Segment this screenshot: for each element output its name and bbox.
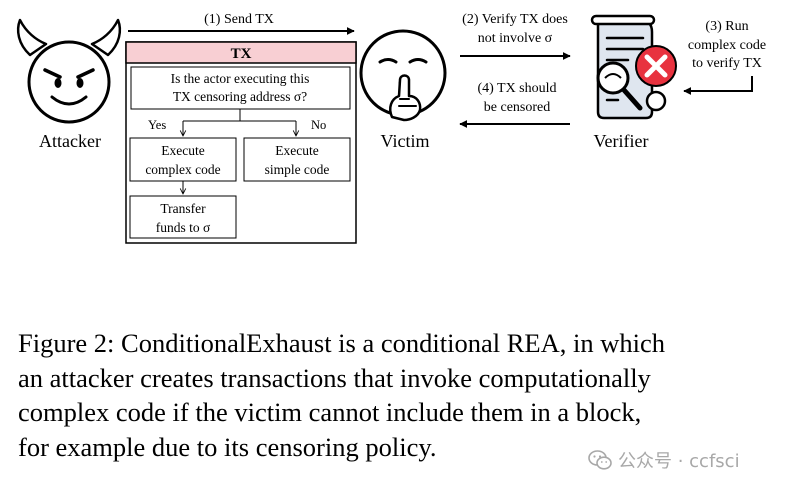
step-censor-line1: (4) TX should [477, 81, 556, 96]
watermark: 公众号 · ccfsci [588, 445, 778, 475]
victim-label: Victim [381, 131, 430, 151]
devil-face-icon [16, 18, 122, 124]
step-verify-line2: not involve σ [478, 31, 553, 46]
tx-title: TX [231, 46, 252, 62]
step-run-line1: (3) Run [705, 19, 748, 34]
tx-question-line2: TX censoring address σ? [173, 89, 307, 104]
caption-line: an attacker creates transactions that in… [18, 362, 651, 393]
verifier-label: Verifier [594, 131, 649, 151]
tx-question-line1: Is the actor executing this [171, 71, 310, 86]
figure-caption: Figure 2: ConditionalExhaust is a condit… [18, 326, 780, 464]
transfer-line1: Transfer [160, 201, 206, 216]
branch-connector [183, 109, 296, 122]
step-verify-line1: (2) Verify TX does [462, 12, 568, 27]
watermark-text: 公众号 · ccfsci [618, 451, 740, 472]
close-icon [644, 54, 668, 78]
transfer-funds-node [129, 195, 237, 239]
yes-label: Yes [148, 118, 166, 132]
wechat-icon [588, 450, 612, 470]
execute-complex-line2: complex code [145, 162, 220, 177]
execute-simple-line1: Execute [275, 143, 318, 158]
run-code-arrow [683, 76, 753, 95]
no-label: No [311, 118, 326, 132]
step-send-tx-label: (1) Send TX [204, 12, 274, 27]
step-run-line3: to verify TX [692, 56, 762, 71]
document-reject-icon [590, 14, 677, 120]
step-run-line2: complex code [688, 38, 766, 53]
execute-simple-line2: simple code [265, 162, 330, 177]
caption-line: complex code if the victim cannot includ… [18, 397, 642, 427]
caption-line: Figure 2: ConditionalExhaust is a condit… [18, 328, 665, 358]
rea-diagram: Attacker (1) Send TX TX Is the actor exe… [16, 12, 766, 244]
execute-complex-node [129, 137, 237, 182]
caption-line: for example due to its censoring policy. [18, 431, 437, 462]
tx-box: TX Is the actor executing this TX censor… [125, 41, 357, 244]
transfer-line2: funds to σ [156, 220, 211, 235]
execute-simple-node [243, 137, 351, 182]
step-censor-line2: be censored [484, 100, 550, 115]
execute-complex-line1: Execute [161, 143, 204, 158]
attacker-label: Attacker [39, 131, 101, 151]
tx-header [125, 41, 357, 64]
shushing-face-icon [359, 29, 447, 122]
